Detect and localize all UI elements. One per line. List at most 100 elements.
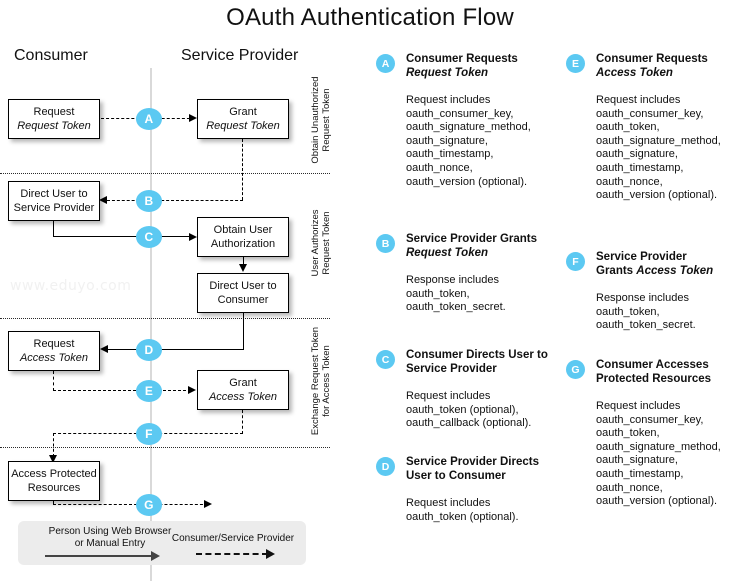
connector-g-horizontal — [53, 504, 208, 505]
key-label-person-line-2: or Manual Entry — [74, 538, 146, 549]
box-obtain-user-authorization: Obtain User Authorization — [197, 217, 289, 257]
legend-key-box — [18, 521, 306, 565]
phase-label-1-line-2: Request Token — [321, 88, 332, 152]
legend-heading-b-line-1: Service Provider Grants — [406, 233, 538, 245]
phase-label-3-line-1: Exchange Request Token — [310, 326, 321, 436]
legend-heading-a: Consumer Requests Request Token — [406, 52, 518, 80]
step-d[interactable]: D — [136, 339, 162, 361]
legend-badge-f: F — [566, 252, 585, 271]
legend-body-a: Request includes oauth_consumer_key, oau… — [406, 94, 531, 188]
column-header-service-provider: Service Provider — [181, 47, 299, 64]
connector-b-horizontal — [107, 200, 243, 201]
legend-body-c: Request includes oauth_token (optional),… — [406, 390, 532, 430]
column-header-consumer: Consumer — [14, 47, 88, 64]
phase-label-2: User Authorizes Request Token — [310, 175, 332, 311]
step-e[interactable]: E — [136, 380, 162, 402]
box-line-2: Service Provider — [13, 202, 95, 214]
box-line-2: Resources — [27, 482, 81, 494]
connector-b-arrowhead — [99, 196, 107, 204]
phase-label-2-line-2: Request Token — [321, 211, 332, 275]
legend-badge-g: G — [566, 360, 585, 379]
connector-a-arrowhead — [189, 114, 197, 122]
box-line-2: Access Token — [19, 352, 89, 364]
connector-f-down-to-access — [53, 433, 54, 457]
connector-e-vertical — [53, 371, 54, 391]
legend-badge-c: C — [376, 350, 395, 369]
legend-heading-e-line-2: Access Token — [596, 67, 673, 79]
legend-heading-f-line-2: Access Token — [636, 265, 714, 277]
box-line-1: Obtain User — [213, 224, 273, 236]
box-line-2: Consumer — [217, 294, 269, 306]
legend-badge-a: A — [376, 54, 395, 73]
key-label-consumer-provider: Consumer/Service Provider — [171, 533, 295, 544]
box-line-1: Direct User to — [20, 188, 88, 200]
connector-e-horizontal — [53, 390, 191, 391]
legend-heading-f-line-2-prefix: Grants — [596, 265, 637, 277]
legend-heading-a-line-1: Consumer Requests — [406, 53, 518, 65]
legend-heading-b: Service Provider Grants Request Token — [406, 232, 537, 260]
box-grant-access-token: Grant Access Token — [197, 370, 289, 410]
legend-heading-d-line-2: User to Consumer — [406, 470, 506, 482]
connector-d-horizontal — [108, 349, 244, 350]
legend-badge-e: E — [566, 54, 585, 73]
phase-label-3-line-2: for Access Token — [321, 345, 332, 417]
legend-heading-c-line-2: Service Provider — [406, 363, 497, 375]
legend-body-b: Response includes oauth_token, oauth_tok… — [406, 274, 506, 314]
legend-body-e: Request includes oauth_consumer_key, oau… — [596, 94, 721, 202]
section-separator-2 — [0, 318, 330, 319]
box-line-1: Grant — [229, 106, 257, 118]
legend-heading-c-line-1: Consumer Directs User to — [406, 349, 548, 361]
key-label-person: Person Using Web Browser or Manual Entry — [40, 526, 180, 550]
legend-heading-g: Consumer Accesses Protected Resources — [596, 358, 711, 386]
phase-label-1: Obtain Unauthorized Request Token — [310, 70, 332, 170]
legend-heading-b-line-2: Request Token — [406, 247, 489, 259]
legend-body-g: Request includes oauth_consumer_key, oau… — [596, 400, 721, 508]
connector-f-arrowhead — [49, 455, 57, 463]
page-title: OAuth Authentication Flow — [226, 4, 514, 31]
step-g[interactable]: G — [136, 494, 162, 516]
key-label-person-line-1: Person Using Web Browser — [48, 526, 172, 537]
legend-heading-d: Service Provider Directs User to Consume… — [406, 455, 539, 483]
box-line-2: Authorization — [210, 238, 276, 250]
box-line-1: Grant — [229, 377, 257, 389]
step-b[interactable]: B — [136, 190, 162, 212]
connector-c-horizontal — [53, 236, 191, 237]
watermark: www.eduyo.com — [10, 278, 132, 294]
box-line-1: Direct User to — [209, 280, 277, 292]
box-request-request-token: Request Request Token — [8, 99, 100, 139]
box-grant-request-token: Grant Request Token — [197, 99, 289, 139]
connector-b-vertical — [242, 139, 243, 200]
legend-heading-f: Service Provider Grants Access Token — [596, 250, 713, 278]
key-dashed-arrow-line — [196, 553, 268, 555]
connector-auth-to-direct-arrowhead — [239, 264, 247, 272]
box-line-2: Request Token — [17, 120, 91, 132]
connector-g-arrowhead — [204, 500, 212, 508]
legend-badge-b: B — [376, 234, 395, 253]
phase-label-1-line-1: Obtain Unauthorized — [310, 76, 321, 164]
connector-d-vertical — [243, 313, 244, 350]
section-separator-1 — [0, 173, 330, 174]
box-direct-user-to-consumer: Direct User to Consumer — [197, 273, 289, 313]
legend-body-f: Response includes oauth_token, oauth_tok… — [596, 292, 696, 332]
key-solid-arrow-line — [45, 555, 153, 557]
connector-auth-to-direct — [243, 257, 244, 265]
step-f[interactable]: F — [136, 423, 162, 445]
box-line-1: Request — [33, 106, 75, 118]
legend-heading-a-line-2: Request Token — [406, 67, 489, 79]
step-a[interactable]: A — [136, 108, 162, 130]
box-direct-user-to-service-provider: Direct User to Service Provider — [8, 181, 100, 221]
step-c[interactable]: C — [136, 226, 162, 248]
box-access-protected-resources: Access Protected Resources — [8, 461, 100, 501]
connector-d-arrowhead — [100, 345, 108, 353]
connector-e-arrowhead — [188, 386, 196, 394]
box-line-1: Access Protected — [11, 468, 97, 480]
box-line-1: Request — [33, 338, 75, 350]
box-request-access-token: Request Access Token — [8, 331, 100, 371]
legend-body-d: Request includes oauth_token (optional). — [406, 497, 519, 523]
legend-heading-c: Consumer Directs User to Service Provide… — [406, 348, 548, 376]
connector-c-vertical — [53, 221, 54, 237]
box-line-2: Request Token — [206, 120, 280, 132]
legend-heading-g-line-2: Protected Resources — [596, 373, 712, 385]
legend-heading-e-line-1: Consumer Requests — [596, 53, 708, 65]
legend-heading-e: Consumer Requests Access Token — [596, 52, 708, 80]
